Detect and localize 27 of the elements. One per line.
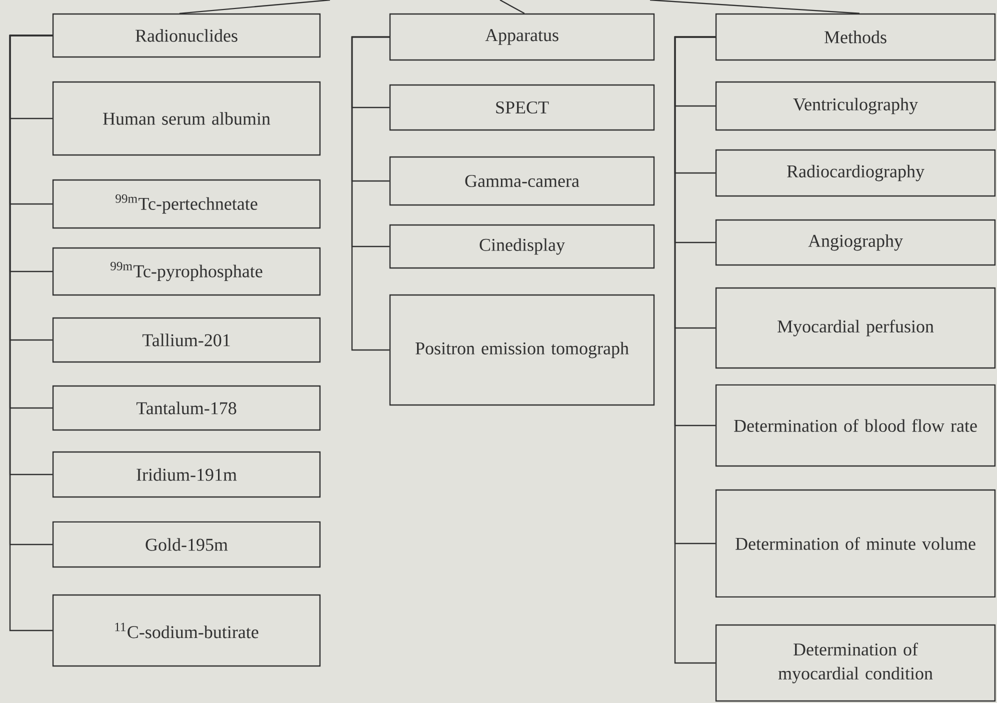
text-box: Human serum albumin: [52, 81, 321, 156]
text-box: Apparatus: [389, 13, 655, 61]
text-box: Positron emission tomograph: [389, 294, 655, 406]
text-box: Determination of blood flow rate: [715, 384, 996, 467]
connector-line: [650, 0, 860, 14]
text-box: Myocardial perfusion: [715, 287, 996, 369]
text-box: $^{99m}$Tc-pertechnetate: [52, 179, 321, 229]
text-box: Determination of minute volume: [715, 489, 996, 598]
connector-line: [500, 0, 525, 14]
text-box: Determination of myocardial condition: [715, 624, 996, 702]
text-box: $^{11}$C-sodium-butirate: [52, 594, 321, 667]
connector-line: [179, 0, 330, 14]
text-box: Iridium-191m: [52, 451, 321, 498]
text-box: Gold-195m: [52, 521, 321, 568]
text-box: Radionuclides: [52, 13, 321, 58]
text-box: SPECT: [389, 84, 655, 131]
text-box: Radiocardiography: [715, 149, 996, 197]
text-box: Cinedisplay: [389, 224, 655, 269]
text-box: Gamma-camera: [389, 156, 655, 206]
text-box: Tallium-201: [52, 317, 321, 363]
text-box: Angiography: [715, 219, 996, 266]
text-box: Methods: [715, 13, 996, 61]
text-box: $^{99m}$Tc-pyrophosphate: [52, 247, 321, 296]
connector-line: [351, 36, 390, 351]
connector-line: [674, 36, 716, 664]
text-box: Tantalum-178: [52, 385, 321, 431]
text-box: Ventriculography: [715, 81, 996, 131]
